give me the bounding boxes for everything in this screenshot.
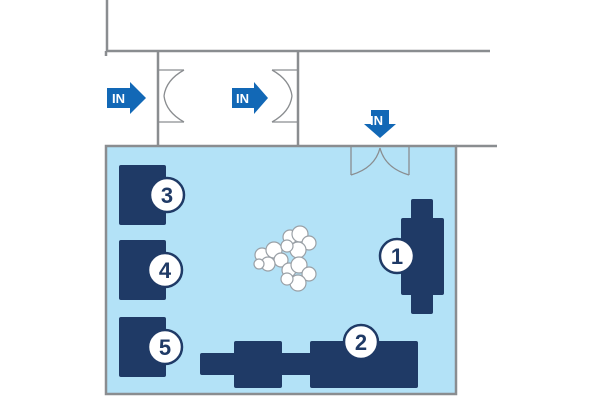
station-4: 4: [119, 240, 184, 300]
corridor-walls: [104, 0, 497, 148]
cloud-top: [280, 225, 317, 259]
entrance-arrow-left: IN: [107, 82, 146, 114]
station-number-1: 1: [391, 244, 403, 269]
entrance-arrow-middle: IN: [232, 82, 268, 114]
door-top-right: [350, 146, 410, 176]
door-middle: [271, 69, 298, 123]
station-2: 2: [200, 323, 418, 388]
door-left: [158, 69, 185, 123]
in-label: IN: [370, 113, 383, 128]
station-1: 1: [378, 199, 444, 314]
station-5: 5: [119, 317, 184, 377]
station-3: 3: [119, 165, 186, 225]
in-label: IN: [112, 91, 125, 106]
station-number-4: 4: [159, 258, 172, 283]
entrance-arrow-top: IN: [364, 110, 396, 138]
cloud-left: [253, 241, 289, 272]
cloud-bottom: [280, 256, 317, 292]
station-number-3: 3: [161, 183, 173, 208]
in-label: IN: [236, 91, 249, 106]
center-cloud-cluster: [253, 225, 317, 292]
station-number-5: 5: [159, 335, 171, 360]
station-number-2: 2: [355, 330, 367, 355]
